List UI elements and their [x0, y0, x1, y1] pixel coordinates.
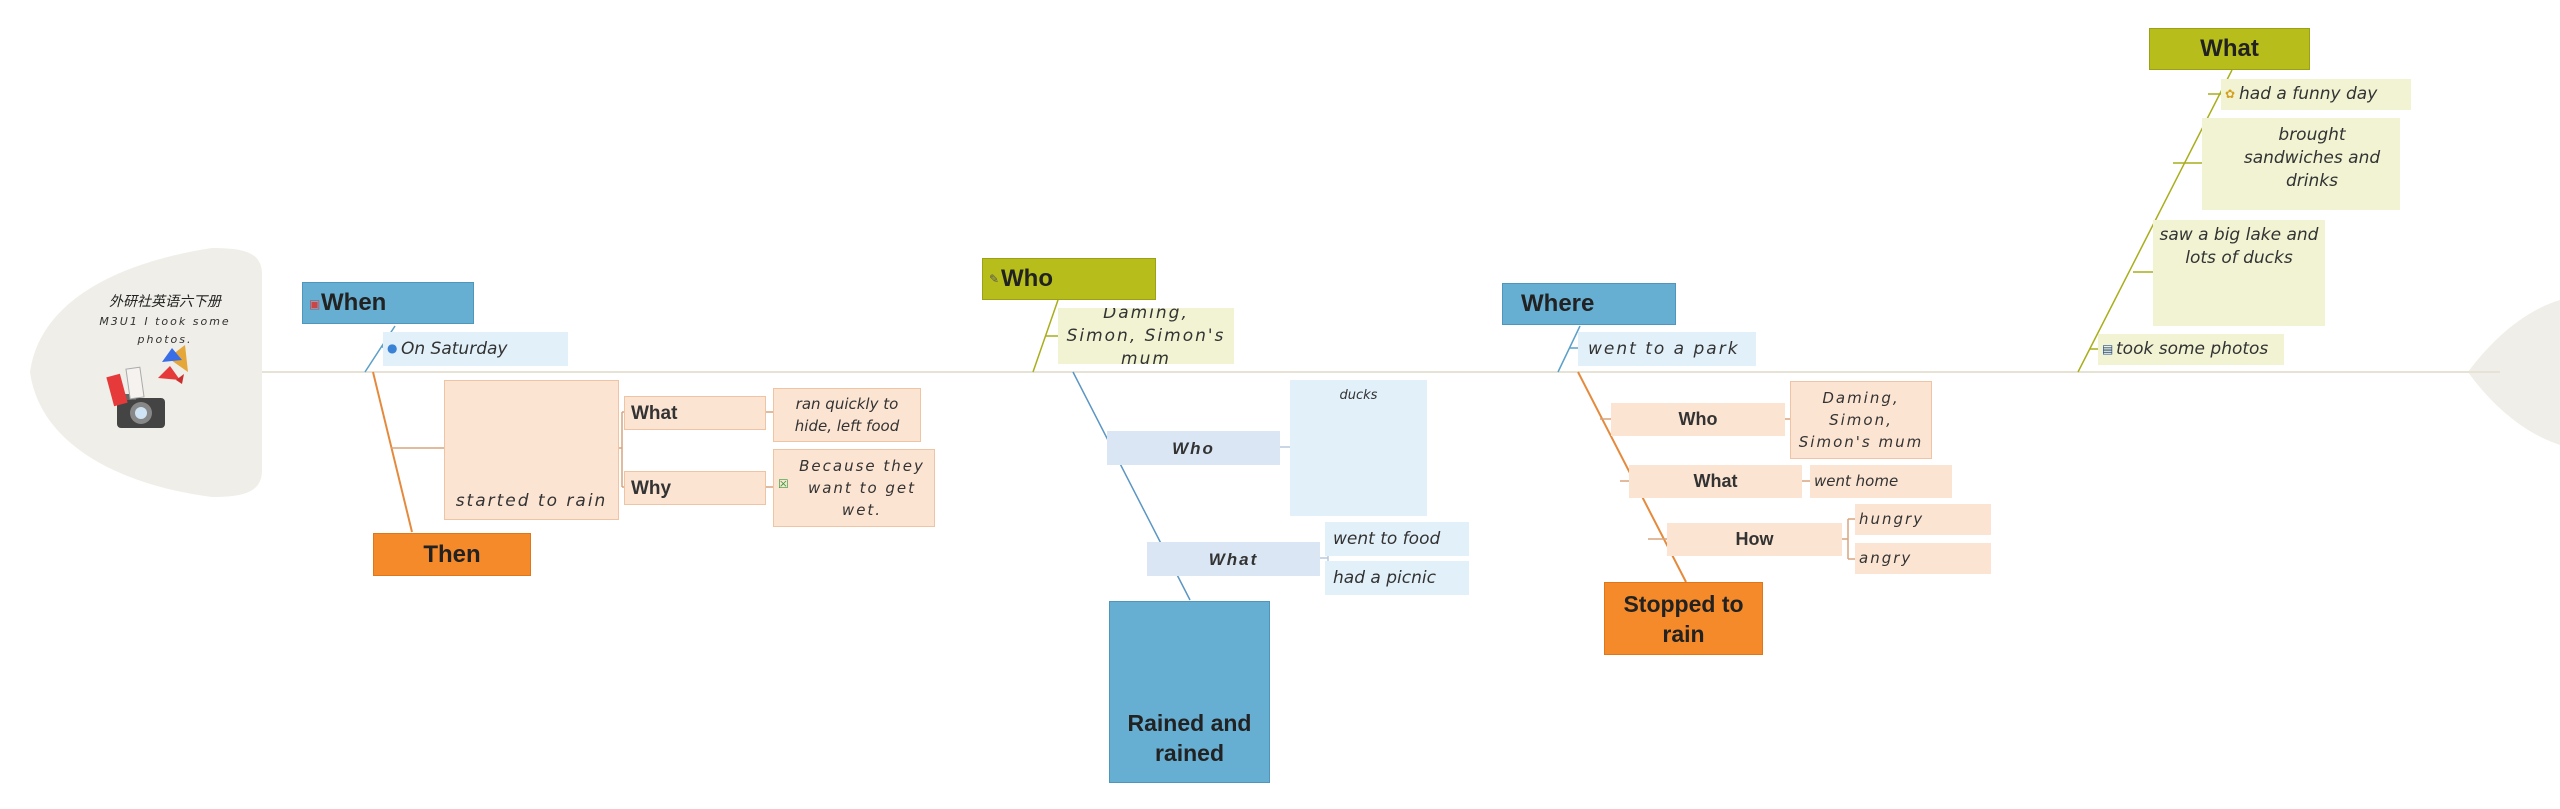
when-why-text: Because they want to get wet.: [799, 457, 925, 519]
clock-icon: ●: [387, 341, 398, 355]
what-item-4-text: took some photos: [2116, 339, 2269, 359]
who-event-node[interactable]: Rained and rained: [1109, 601, 1270, 783]
where-what-label: What: [1693, 471, 1738, 491]
who-sub-what-item-1-text: went to food: [1333, 528, 1441, 549]
where-how-item-1-text: hungry: [1859, 510, 1925, 528]
photo-icon: ▤: [2102, 342, 2114, 356]
root-title: 外研社英语六下册: [109, 294, 221, 310]
who-detail-text: Daming, Simon, Simon's mum: [1066, 308, 1226, 364]
what-node[interactable]: What: [2149, 28, 2310, 70]
where-event-text: Stopped to rain: [1623, 590, 1744, 647]
where-who-node[interactable]: Who: [1611, 403, 1785, 436]
when-node[interactable]: ▣ When: [302, 282, 474, 324]
when-then-node[interactable]: Then: [373, 533, 531, 576]
camera-icon: [106, 345, 188, 428]
when-why-label: Why: [631, 477, 672, 499]
bee-icon: ✿: [2225, 87, 2236, 101]
checkbox-icon: ☒: [778, 477, 789, 491]
who-sub-what-item-2-text: had a picnic: [1333, 567, 1436, 588]
what-item-2-text: brought sandwiches and drinks: [2243, 125, 2381, 191]
who-node[interactable]: ✎ Who: [982, 258, 1156, 300]
what-item-4[interactable]: ▤ took some photos: [2098, 334, 2284, 365]
root-subtitle-line1: M3U1 I took some: [99, 314, 231, 328]
where-what-node[interactable]: What: [1629, 465, 1802, 498]
what-item-1[interactable]: ✿ had a funny day: [2221, 79, 2411, 110]
where-who-text: Daming, Simon, Simon's mum: [1798, 389, 1924, 451]
when-detail-text: On Saturday: [401, 338, 508, 359]
when-why-node[interactable]: Why: [624, 471, 766, 505]
who-label: Who: [1001, 265, 1053, 292]
where-what-text-node[interactable]: went home: [1810, 465, 1952, 498]
where-how-item-2[interactable]: angry: [1855, 543, 1991, 574]
where-label: Where: [1521, 290, 1595, 317]
where-what-text: went home: [1814, 472, 1899, 490]
who-sub-who-node[interactable]: Who: [1107, 431, 1280, 465]
where-how-item-1[interactable]: hungry: [1855, 504, 1991, 535]
where-who-text-node[interactable]: Daming, Simon, Simon's mum: [1790, 381, 1932, 459]
fish-tail: [2468, 300, 2560, 445]
who-ducks-caption: ducks: [1339, 388, 1378, 403]
who-event-text: Rained and rained: [1127, 710, 1252, 766]
who-sub-what-item-2[interactable]: had a picnic: [1325, 561, 1469, 595]
where-node[interactable]: Where: [1502, 283, 1676, 325]
what-label: What: [2200, 35, 2259, 62]
when-event-text: started to rain: [455, 491, 608, 511]
when-what-text-node[interactable]: ran quickly to hide, left food: [773, 388, 921, 442]
who-ducks-image-node[interactable]: ducks: [1290, 380, 1427, 516]
who-detail[interactable]: Daming, Simon, Simon's mum: [1058, 308, 1234, 364]
fish-head: [30, 248, 262, 497]
where-how-node[interactable]: How: [1667, 523, 1842, 556]
pin-icon: ✎: [989, 272, 1000, 286]
what-item-3-text: saw a big lake and lots of ducks: [2159, 225, 2319, 268]
where-detail[interactable]: went to a park: [1578, 332, 1756, 366]
when-then-label: Then: [423, 540, 481, 568]
when-detail[interactable]: ● On Saturday: [383, 332, 568, 366]
when-what-text: ran quickly to hide, left food: [794, 395, 900, 435]
when-label: When: [321, 289, 387, 316]
where-detail-text: went to a park: [1588, 338, 1740, 359]
when-why-text-node[interactable]: ☒ Because they want to get wet.: [773, 449, 935, 527]
what-item-1-text: had a funny day: [2239, 84, 2378, 104]
what-item-2[interactable]: brought sandwiches and drinks: [2202, 118, 2400, 210]
root-subtitle-line2: photos.: [137, 332, 193, 346]
who-sub-what-label: What: [1208, 549, 1259, 569]
where-event-node[interactable]: Stopped to rain: [1604, 582, 1763, 655]
where-how-label: How: [1735, 529, 1774, 549]
where-who-label: Who: [1678, 409, 1718, 429]
what-item-3[interactable]: saw a big lake and lots of ducks: [2153, 220, 2325, 326]
calendar-icon: ▣: [309, 297, 321, 311]
when-event-node[interactable]: started to rain: [444, 380, 619, 520]
when-what-label: What: [631, 402, 678, 424]
who-sub-what-node[interactable]: What: [1147, 542, 1320, 576]
who-sub-who-label: Who: [1172, 438, 1215, 458]
where-how-item-2-text: angry: [1859, 549, 1913, 567]
who-sub-what-item-1[interactable]: went to food: [1325, 522, 1469, 556]
when-what-node[interactable]: What: [624, 396, 766, 430]
